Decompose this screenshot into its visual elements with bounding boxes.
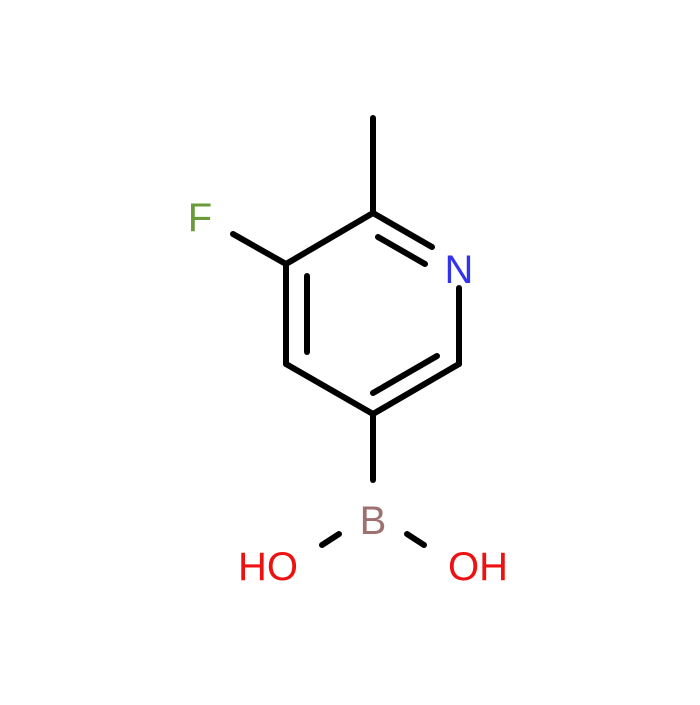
bond-c2-n1-inner <box>375 234 428 267</box>
bond-c5-c4 <box>283 361 376 417</box>
atom-fluorine-label: F <box>188 196 212 240</box>
bond-c2-n1 <box>370 210 435 250</box>
atom-hydroxyl-left-label: HO <box>238 545 298 589</box>
bond-layer <box>230 115 462 548</box>
atom-boron-label: B <box>360 499 387 543</box>
atom-labels: F N B HO OH <box>188 196 508 589</box>
bond-c6-c5 <box>370 361 462 417</box>
atom-hydroxyl-right-label: OH <box>448 545 508 589</box>
atom-nitrogen-label: N <box>445 248 474 292</box>
bond-b-o-right <box>404 531 427 548</box>
bond-b-o-left <box>319 531 342 548</box>
bond-c3-c2 <box>283 210 376 267</box>
bond-c3-f <box>230 231 289 267</box>
bond-c6-c5-inner <box>370 353 440 396</box>
